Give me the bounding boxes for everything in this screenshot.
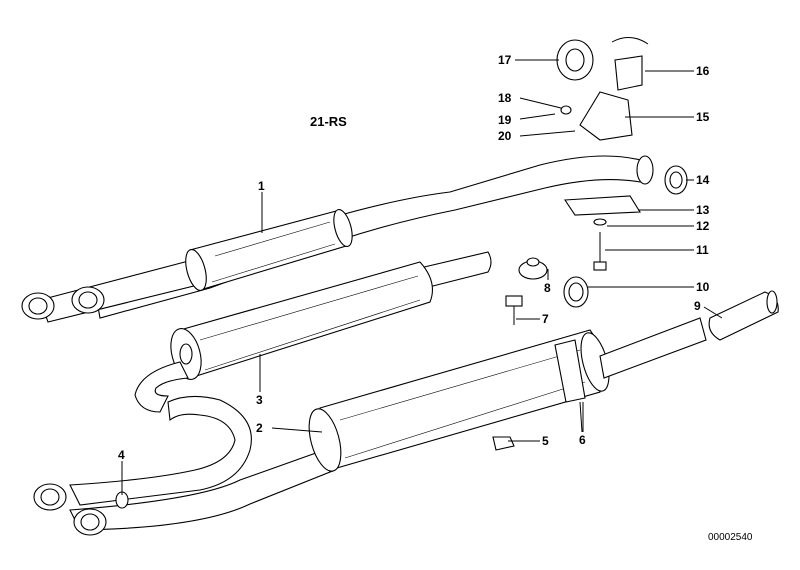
centre-muffler bbox=[134, 251, 492, 413]
leader-lines bbox=[121, 59, 723, 495]
diagram-title: 21-RS bbox=[310, 114, 347, 129]
callout-18: 18 bbox=[498, 91, 512, 105]
callout-13: 13 bbox=[696, 203, 710, 217]
callout-11: 11 bbox=[696, 243, 709, 257]
callout-1: 1 bbox=[258, 179, 265, 193]
rear-muffler-assembly bbox=[33, 317, 707, 536]
callout-16: 16 bbox=[696, 64, 710, 78]
hardware-parts bbox=[115, 37, 779, 509]
callout-labels: 1 2 3 4 5 6 7 8 9 10 11 12 13 14 15 16 1… bbox=[118, 53, 710, 462]
callout-12: 12 bbox=[696, 219, 710, 233]
callout-10: 10 bbox=[696, 280, 710, 294]
callout-14: 14 bbox=[696, 173, 710, 187]
callout-4: 4 bbox=[118, 448, 125, 462]
callout-9: 9 bbox=[694, 299, 701, 313]
callout-5: 5 bbox=[542, 434, 549, 448]
callout-8: 8 bbox=[544, 281, 551, 295]
callout-3: 3 bbox=[256, 393, 263, 407]
callout-19: 19 bbox=[498, 113, 512, 127]
callout-6: 6 bbox=[579, 433, 586, 447]
front-pipe-assembly bbox=[21, 155, 654, 323]
callout-2: 2 bbox=[256, 421, 263, 435]
callout-7: 7 bbox=[542, 312, 549, 326]
callout-20: 20 bbox=[498, 129, 512, 143]
drawing-reference-number: 00002540 bbox=[708, 532, 753, 543]
callout-15: 15 bbox=[696, 110, 710, 124]
callout-17: 17 bbox=[498, 53, 512, 67]
